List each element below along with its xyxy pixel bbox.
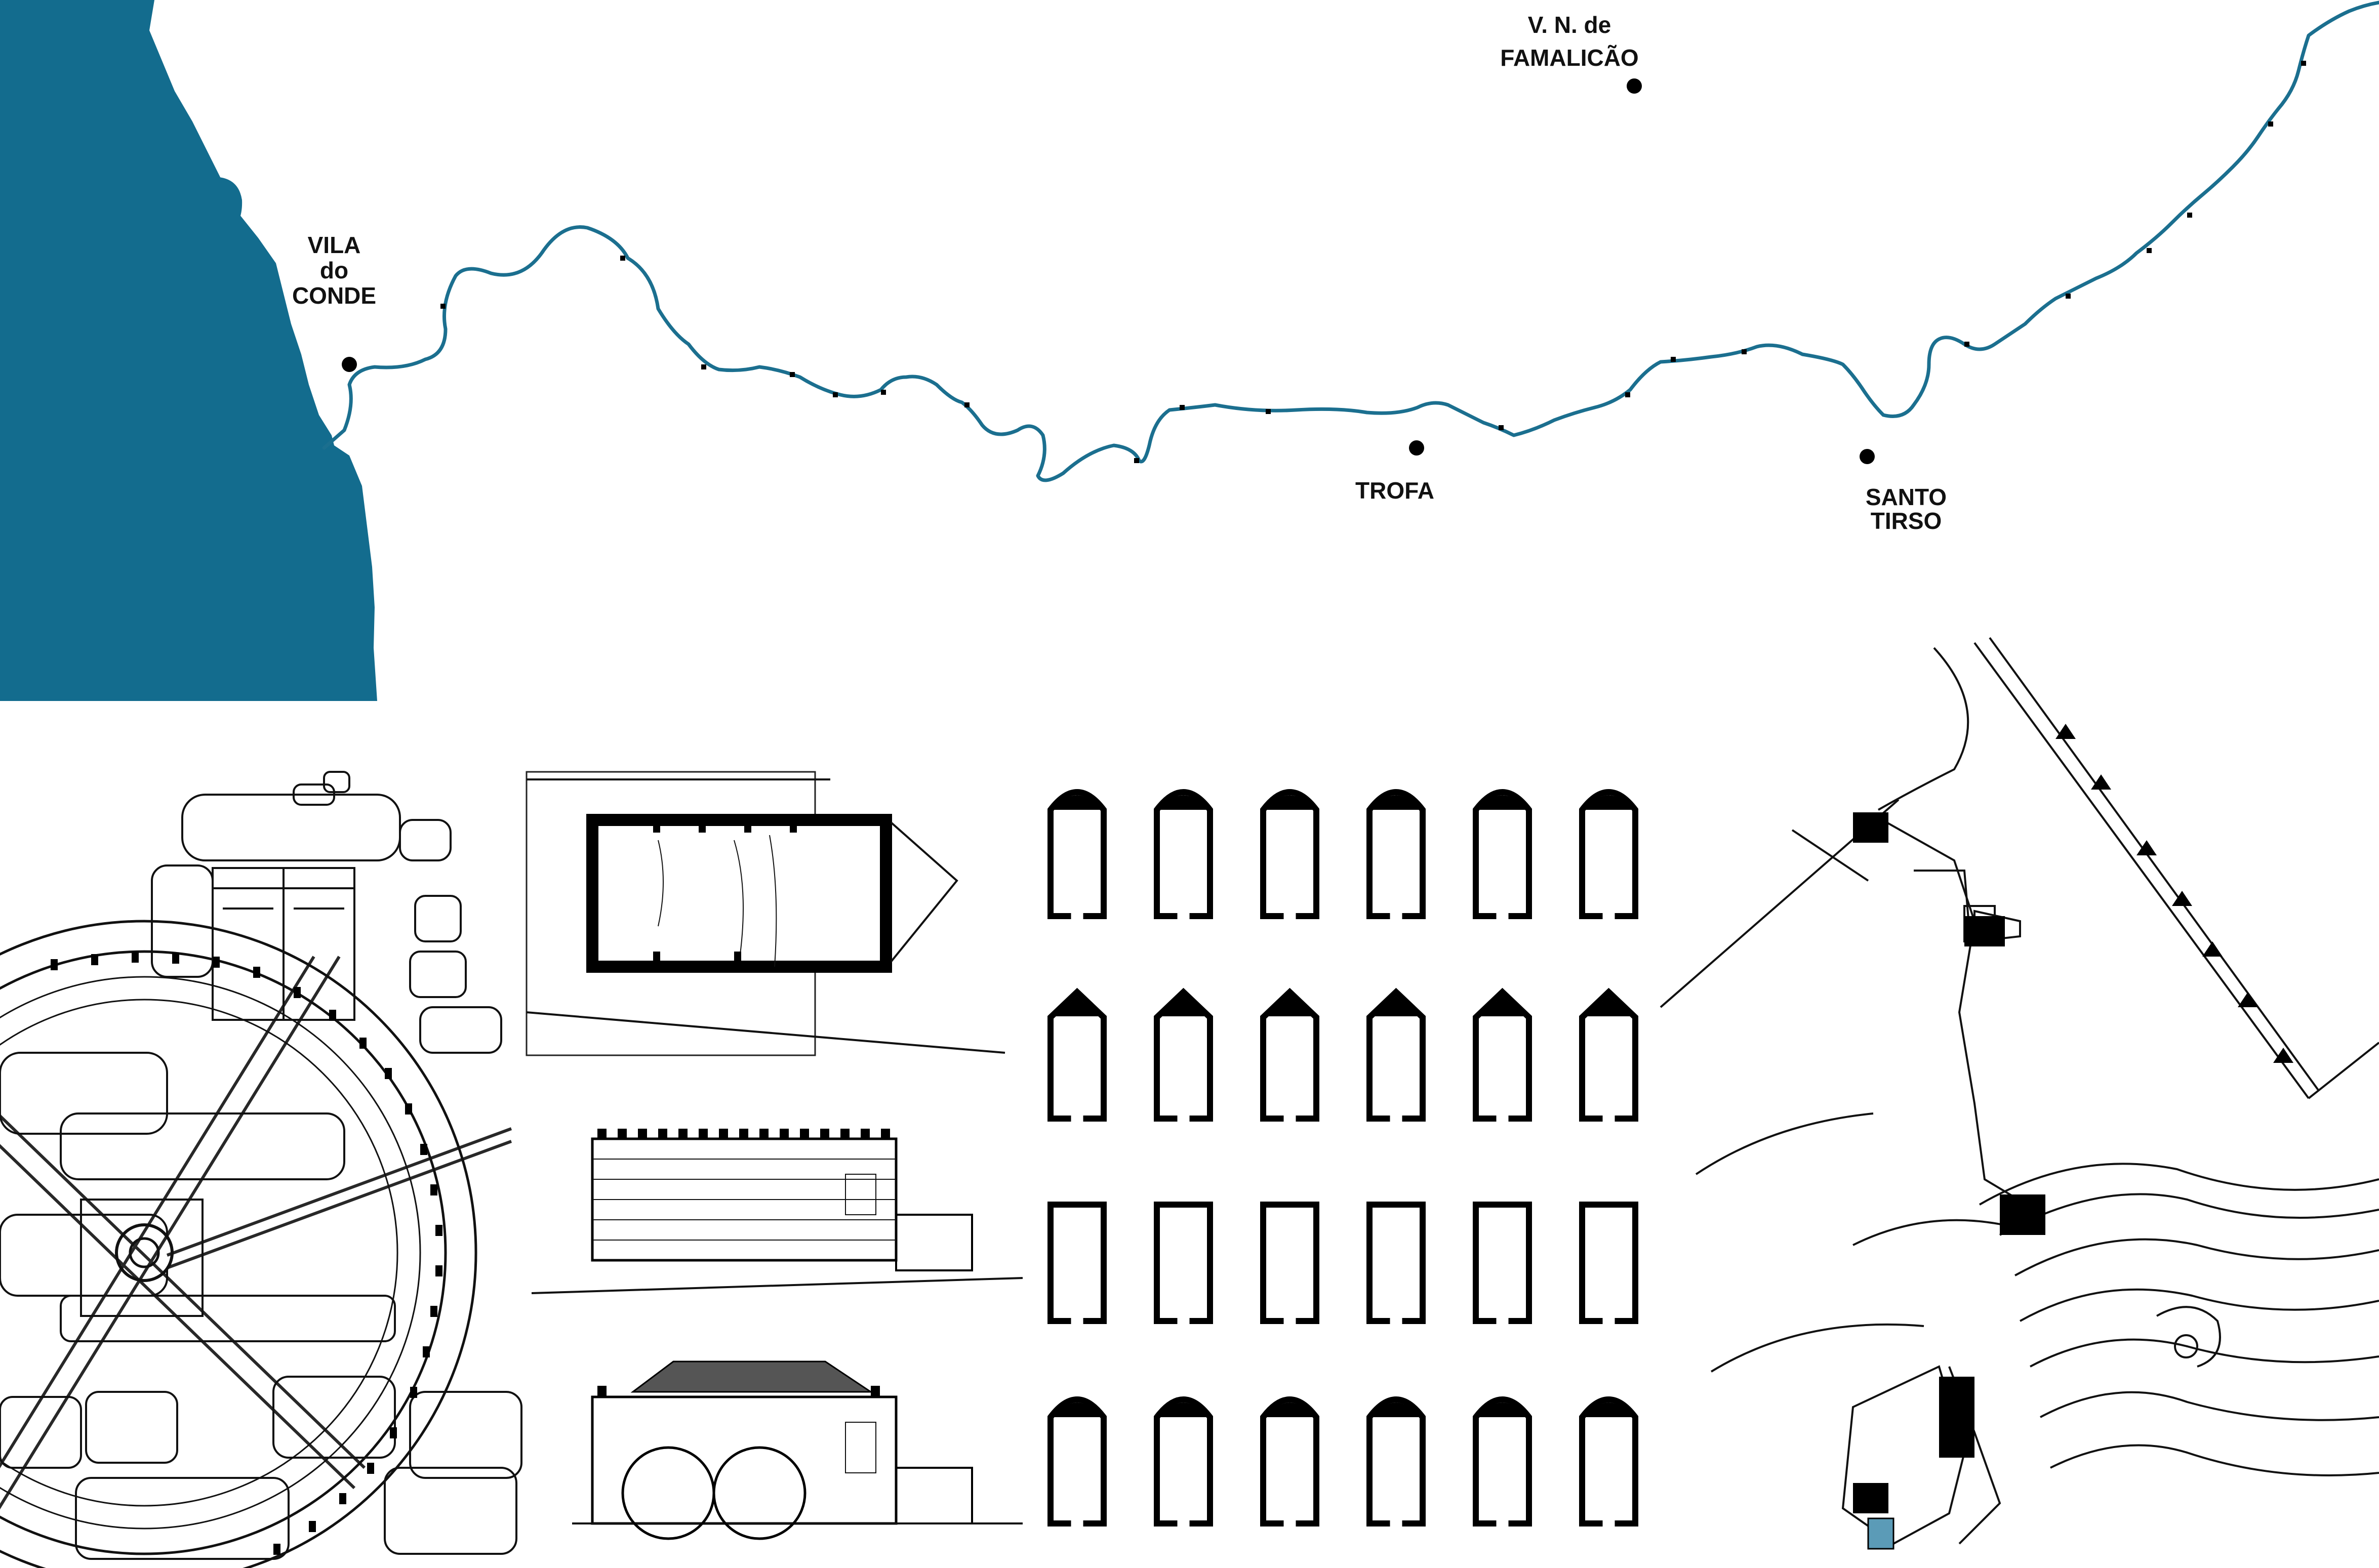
mill-plan-cell [1366, 1202, 1426, 1324]
river-map: VILA do CONDE V. N. de FAMALICÃO TROFA S… [0, 0, 2379, 701]
mill-plan-cell [1366, 987, 1426, 1122]
town-label-famalicao-2: FAMALICÃO [1500, 45, 1638, 71]
mill-location-marks [440, 61, 2306, 463]
town-label-famalicao-1: V. N. de [1528, 12, 1611, 38]
mill-plan-roof [1054, 795, 1101, 810]
mill-plan-roof [1479, 1402, 1526, 1417]
mill-plan-cell [1260, 1396, 1319, 1526]
mill-plan [526, 771, 1005, 1056]
mill-plan-door [1496, 1115, 1509, 1123]
mill-plan-cell [1579, 1396, 1638, 1526]
mill-plan-roof [1585, 795, 1632, 810]
town-label-trofa: TROFA [1355, 477, 1434, 504]
mill-plan-cell [1047, 1202, 1107, 1324]
town-label-vila-do-conde-2: do [320, 257, 348, 283]
mill-plan-roof [1268, 996, 1311, 1016]
site-pond [1867, 1517, 1894, 1550]
sea-area [0, 0, 377, 701]
mill-plan-cell [1154, 1202, 1213, 1324]
town-marker-santo-tirso [1860, 449, 1875, 464]
mill-plan-roof [1479, 795, 1526, 810]
mill-plan-roof [1162, 996, 1205, 1016]
mill-plan-roof [1587, 996, 1630, 1016]
mill-plan-door [1071, 1317, 1083, 1325]
mill-plan-cell [1260, 987, 1319, 1122]
mill-plan-roof [1160, 795, 1207, 810]
mill-plan-door [1283, 1519, 1296, 1528]
mill-plan-roof [1373, 1402, 1420, 1417]
mill-plan-cell [1154, 987, 1213, 1122]
mill-plan-roof [1481, 996, 1524, 1016]
mill-plan-door [1602, 912, 1615, 920]
mill-plan-cell [1154, 789, 1213, 919]
mill-plans-grid [1047, 789, 1638, 1528]
mill-plan-door [1283, 1317, 1296, 1325]
mill-plan-door [1283, 1115, 1296, 1123]
mill-plan-cell [1260, 1202, 1319, 1324]
mill-plan-cell [1473, 789, 1532, 919]
mill-plan-cell [1260, 789, 1319, 919]
mill-plan-door [1177, 1519, 1190, 1528]
site-plan [1660, 637, 2379, 1550]
mill-plan-cell [1473, 1396, 1532, 1526]
mill-plan-door [1496, 1317, 1509, 1325]
mill-plan-door [1390, 1519, 1402, 1528]
mill-plan-cell [1473, 1202, 1532, 1324]
town-label-santo-tirso-1: SANTO [1866, 484, 1947, 510]
town-label-santo-tirso-2: TIRSO [1871, 508, 1942, 534]
mill-plan-door [1071, 1519, 1083, 1528]
mill-plan-cell [1366, 1396, 1426, 1526]
town-marker-famalicao [1627, 78, 1642, 94]
mill-plan-cell [1047, 789, 1107, 919]
mill-plan-roof [1266, 1402, 1313, 1417]
islet [209, 177, 243, 235]
mill-plan-roof [1054, 1402, 1101, 1417]
mill-plan-door [1390, 1115, 1402, 1123]
mill-elevation [531, 1129, 1023, 1294]
town-label-vila-do-conde-1: VILA [308, 232, 361, 258]
mill-plan-door [1602, 1317, 1615, 1325]
river-line [322, 1, 2379, 482]
mill-plan-roof [1056, 996, 1099, 1016]
mill-plan-door [1390, 912, 1402, 920]
mill-plan-cell [1047, 1396, 1107, 1526]
mill-plan-cell [1579, 1202, 1638, 1324]
water-wheel-drawing [0, 771, 522, 1568]
mill-plan-cell [1473, 987, 1532, 1122]
mill-plan-door [1390, 1317, 1402, 1325]
mill-plan-cell [1047, 987, 1107, 1122]
mill-plan-roof [1373, 795, 1420, 810]
mill-plan-roof [1160, 1402, 1207, 1417]
mill-drawings [526, 771, 1023, 1540]
mill-plan-door [1071, 1115, 1083, 1123]
mill-plan-door [1071, 912, 1083, 920]
mill-plan-cell [1579, 987, 1638, 1122]
water-wheel [0, 920, 512, 1568]
mill-plan-door [1177, 1317, 1190, 1325]
mill-plan-roof [1375, 996, 1418, 1016]
mill-plan-door [1602, 1115, 1615, 1123]
mill-plan-roof [1585, 1402, 1632, 1417]
town-label-vila-do-conde-3: CONDE [292, 282, 376, 309]
mill-plan-cell [1579, 789, 1638, 919]
mill-plan-door [1283, 912, 1296, 920]
town-marker-vila-do-conde [342, 357, 357, 372]
mill-plan-cell [1154, 1396, 1213, 1526]
mill-plan-door [1177, 912, 1190, 920]
mill-plan-door [1602, 1519, 1615, 1528]
mill-plan-door [1496, 1519, 1509, 1528]
mill-plan-door [1496, 912, 1509, 920]
mill-plan-roof [1266, 795, 1313, 810]
mill-plan-cell [1366, 789, 1426, 919]
town-marker-trofa [1409, 440, 1424, 456]
mill-section-with-wheels [572, 1360, 1023, 1540]
mill-plan-door [1177, 1115, 1190, 1123]
